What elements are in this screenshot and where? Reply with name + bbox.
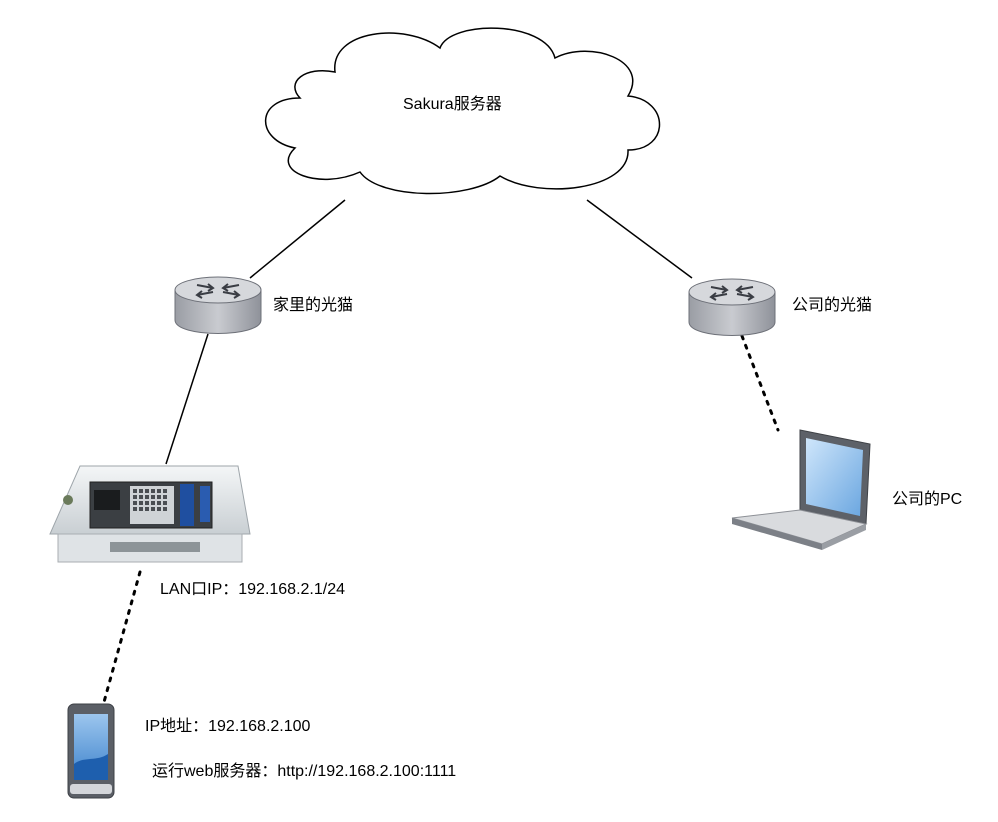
link-cloud-home-router [249, 199, 346, 279]
connection-lines [102, 199, 780, 704]
dev-board-label: LAN口IP：192.168.2.1/24 [160, 581, 346, 598]
cloud-icon[interactable] [264, 27, 661, 195]
link-home-router-board [165, 333, 209, 465]
office-pc-label: 公司的PC [892, 491, 963, 508]
link-cloud-office-router [586, 199, 693, 279]
phone-server-label: 运行web服务器：http://192.168.2.100:1111 [152, 763, 457, 780]
router-icon[interactable] [688, 278, 776, 336]
link-board-phone [102, 570, 142, 704]
home-router-label: 家里的光猫 [273, 297, 354, 314]
dev-board-icon[interactable] [49, 465, 251, 563]
router-icon[interactable] [174, 276, 262, 334]
phone-icon[interactable] [67, 703, 115, 799]
link-office-router-pc [740, 334, 780, 432]
cloud-label: Sakura服务器 [403, 96, 502, 113]
laptop-icon[interactable] [731, 429, 871, 550]
phone-ip-label: IP地址：192.168.2.100 [145, 718, 311, 735]
office-router-label: 公司的光猫 [792, 297, 873, 314]
